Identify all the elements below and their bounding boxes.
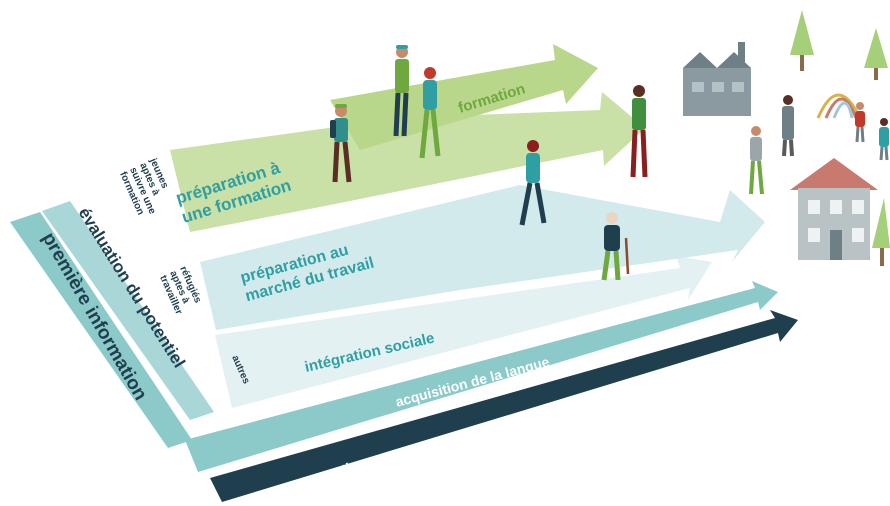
person-icon [330, 104, 352, 183]
youth-group-label: jeunes aptes à suivre une formation [117, 156, 170, 217]
refugees-group-label: réfugiés aptes à travailler [157, 265, 203, 317]
person-icon [393, 45, 409, 137]
factory-icon [683, 42, 751, 116]
person-icon [749, 126, 764, 195]
social-integration-arrow [215, 256, 712, 408]
person-icon [601, 212, 630, 281]
potential-evaluation-panel [42, 201, 214, 420]
person-icon [855, 102, 865, 143]
person-icon [630, 85, 648, 178]
first-information-panel [10, 212, 192, 448]
training-prep-arrow [170, 92, 645, 232]
tree-icon [790, 10, 814, 71]
case-management-band [210, 310, 798, 502]
tree-icon [872, 198, 890, 266]
labour-market-arrow [200, 185, 765, 330]
playground-icon [816, 93, 862, 119]
person-icon [782, 95, 794, 157]
house-icon [790, 158, 878, 260]
language-band [185, 281, 778, 472]
person-icon [879, 118, 889, 161]
tree-icon [864, 28, 888, 80]
track-arrows [10, 44, 798, 502]
person-icon [519, 140, 547, 226]
person-icon [419, 67, 441, 159]
